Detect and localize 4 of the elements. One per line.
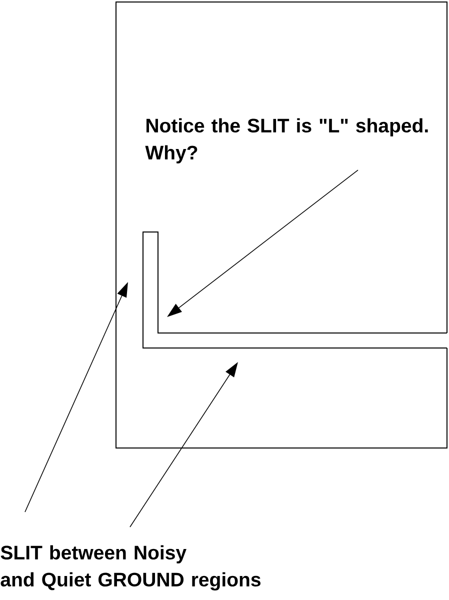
note-text: SLIT between Noisy and Quiet GROUND regions (0, 545, 260, 590)
slit-outline (142, 232, 448, 348)
board-outline (116, 2, 448, 448)
note-text: Notice the SLIT is "L" shaped. Why? (145, 118, 428, 164)
